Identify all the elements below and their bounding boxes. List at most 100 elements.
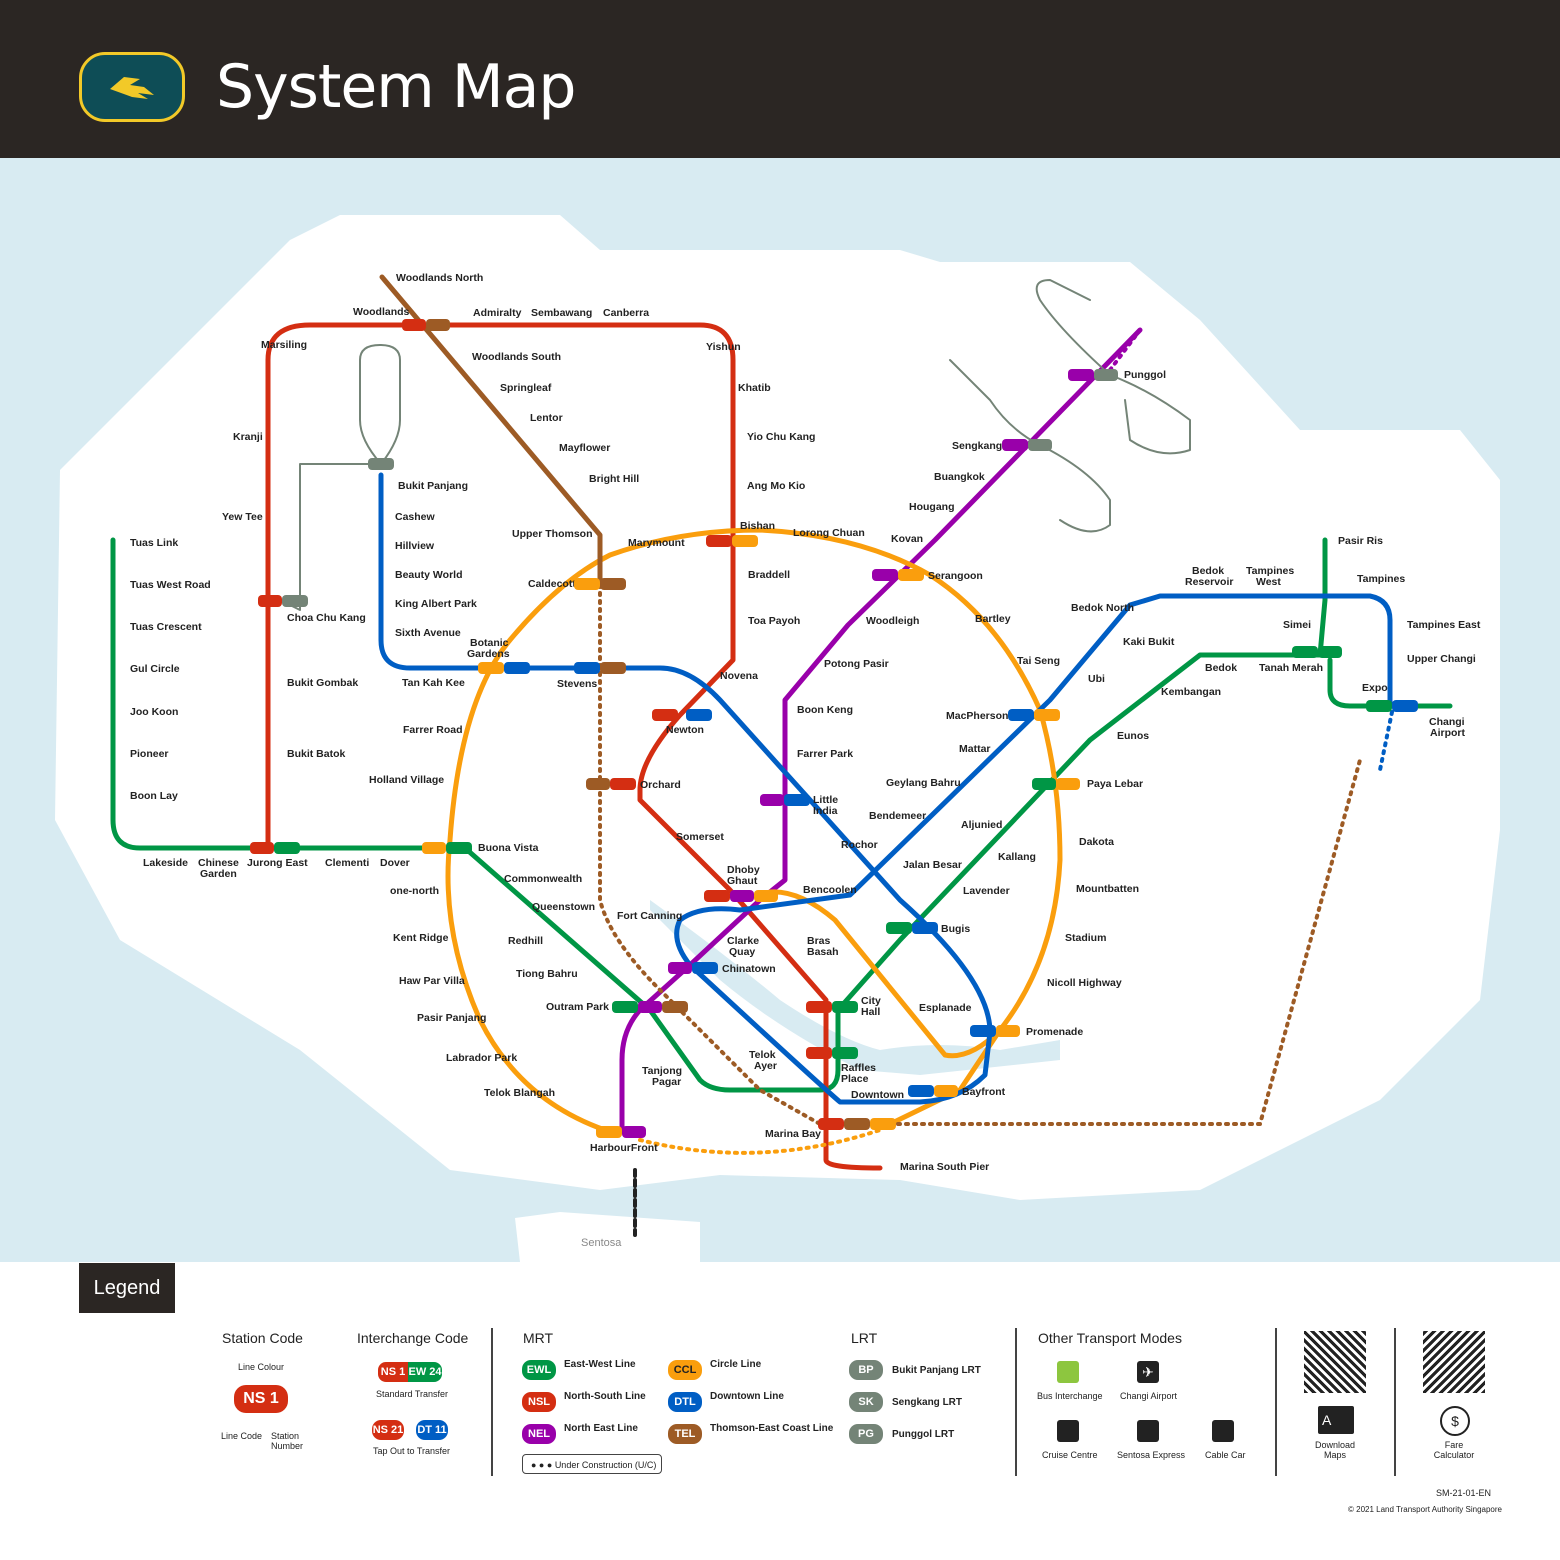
svg-text:Stevens: Stevens bbox=[557, 678, 597, 690]
line-code-label: Line Code bbox=[221, 1431, 263, 1441]
svg-text:Bukit Batok: Bukit Batok bbox=[287, 748, 346, 760]
ccl-badge: CCL bbox=[668, 1360, 702, 1380]
fare-calculator-qr-icon[interactable] bbox=[1423, 1331, 1485, 1393]
svg-text:Somerset: Somerset bbox=[676, 831, 724, 843]
svg-text:Caldecott: Caldecott bbox=[528, 578, 576, 590]
svg-text:Tuas Crescent: Tuas Crescent bbox=[130, 621, 202, 633]
station-number-label: Station Number bbox=[271, 1431, 304, 1451]
svg-text:Dhoby: Dhoby bbox=[727, 864, 760, 876]
cable-car-icon bbox=[1212, 1420, 1234, 1442]
pg-badge: PG bbox=[849, 1424, 883, 1444]
download-maps-label[interactable]: Download Maps bbox=[1315, 1440, 1356, 1460]
svg-text:Gul Circle: Gul Circle bbox=[130, 663, 180, 675]
svg-text:Lorong Chuan: Lorong Chuan bbox=[793, 527, 865, 539]
svg-text:Boon Keng: Boon Keng bbox=[797, 704, 853, 716]
cable-label: Cable Car bbox=[1205, 1450, 1246, 1460]
svg-text:India: India bbox=[813, 805, 838, 817]
cruise-centre-icon bbox=[1057, 1420, 1079, 1442]
svg-text:Clementi: Clementi bbox=[325, 857, 369, 869]
svg-text:Stadium: Stadium bbox=[1065, 932, 1106, 944]
svg-text:Braddell: Braddell bbox=[748, 569, 790, 581]
bus-label: Bus Interchange bbox=[1037, 1391, 1103, 1401]
svg-text:Changi: Changi bbox=[1429, 716, 1465, 728]
under-construction-key: ● ● ● Under Construction (U/C) bbox=[522, 1454, 662, 1474]
svg-text:Tuas Link: Tuas Link bbox=[130, 537, 178, 549]
svg-text:Punggol: Punggol bbox=[1124, 369, 1166, 381]
svg-text:Admiralty: Admiralty bbox=[473, 307, 522, 319]
svg-text:Bishan: Bishan bbox=[740, 520, 775, 532]
smrt-logo-icon bbox=[79, 52, 185, 122]
svg-text:Paya Lebar: Paya Lebar bbox=[1087, 778, 1143, 790]
svg-text:West: West bbox=[1256, 576, 1281, 588]
download-maps-qr-icon[interactable] bbox=[1304, 1331, 1366, 1393]
mrt-heading: MRT bbox=[523, 1330, 554, 1346]
svg-text:Beauty World: Beauty World bbox=[395, 569, 462, 581]
svg-text:Marymount: Marymount bbox=[628, 537, 685, 549]
svg-text:Kovan: Kovan bbox=[891, 533, 923, 545]
svg-text:Ubi: Ubi bbox=[1088, 673, 1105, 685]
svg-text:Tan Kah Kee: Tan Kah Kee bbox=[402, 677, 465, 689]
svg-text:Sembawang: Sembawang bbox=[531, 307, 592, 319]
fare-calculator-label[interactable]: Fare Calculator bbox=[1433, 1440, 1475, 1460]
svg-text:Toa Payoh: Toa Payoh bbox=[748, 615, 800, 627]
svg-text:Sengkang: Sengkang bbox=[952, 440, 1002, 452]
svg-text:Telok Blangah: Telok Blangah bbox=[484, 1087, 555, 1099]
svg-text:Choa Chu Kang: Choa Chu Kang bbox=[287, 612, 366, 624]
svg-text:HarbourFront: HarbourFront bbox=[590, 1142, 658, 1154]
dtl-name: Downtown Line bbox=[710, 1391, 784, 1402]
svg-text:Simei: Simei bbox=[1283, 619, 1311, 631]
svg-text:Hougang: Hougang bbox=[909, 501, 955, 513]
bus-interchange-icon bbox=[1057, 1361, 1079, 1383]
svg-text:Gardens: Gardens bbox=[467, 648, 510, 660]
svg-text:Fort Canning: Fort Canning bbox=[617, 910, 682, 922]
map-canvas: Woodlands North Woodlands Admiralty Semb… bbox=[55, 215, 1500, 1262]
sentosa-label: Sentosa Express bbox=[1117, 1450, 1186, 1460]
svg-text:Orchard: Orchard bbox=[640, 779, 681, 791]
svg-text:Upper Changi: Upper Changi bbox=[1407, 653, 1476, 665]
svg-text:Jurong East: Jurong East bbox=[247, 857, 308, 869]
svg-text:Eunos: Eunos bbox=[1117, 730, 1149, 742]
svg-text:Upper Thomson: Upper Thomson bbox=[512, 528, 593, 540]
svg-text:Chinatown: Chinatown bbox=[722, 963, 776, 975]
svg-text:Basah: Basah bbox=[807, 946, 839, 958]
svg-text:Geylang Bahru: Geylang Bahru bbox=[886, 777, 961, 789]
airport-icon: ✈ bbox=[1137, 1361, 1159, 1383]
svg-text:Tanah Merah: Tanah Merah bbox=[1259, 662, 1323, 674]
svg-text:Cashew: Cashew bbox=[395, 511, 436, 523]
svg-text:Bendemeer: Bendemeer bbox=[869, 810, 926, 822]
svg-text:Telok: Telok bbox=[749, 1049, 776, 1061]
svg-text:Esplanade: Esplanade bbox=[919, 1002, 972, 1014]
svg-text:Queenstown: Queenstown bbox=[532, 901, 595, 913]
svg-text:Joo Koon: Joo Koon bbox=[130, 706, 178, 718]
other-modes-heading: Other Transport Modes bbox=[1038, 1330, 1182, 1346]
svg-text:Ang Mo Kio: Ang Mo Kio bbox=[747, 480, 805, 492]
nel-name: North East Line bbox=[564, 1423, 638, 1434]
svg-text:Khatib: Khatib bbox=[738, 382, 771, 394]
svg-text:Commonwealth: Commonwealth bbox=[504, 873, 582, 885]
tap-a: NS 21 bbox=[372, 1420, 404, 1440]
svg-text:Tampines East: Tampines East bbox=[1407, 619, 1481, 631]
sk-badge: SK bbox=[849, 1392, 883, 1412]
svg-text:Lavender: Lavender bbox=[963, 885, 1010, 897]
svg-text:Marina South Pier: Marina South Pier bbox=[900, 1161, 989, 1173]
ewl-name: East-West Line bbox=[564, 1359, 636, 1370]
svg-text:Kranji: Kranji bbox=[233, 431, 263, 443]
bp-badge: BP bbox=[849, 1360, 883, 1380]
interchange-b: EW 24 bbox=[408, 1362, 442, 1382]
svg-text:Yew Tee: Yew Tee bbox=[222, 511, 263, 523]
svg-text:Pasir Panjang: Pasir Panjang bbox=[417, 1012, 486, 1024]
ewl-badge: EWL bbox=[522, 1360, 556, 1380]
svg-text:Tai Seng: Tai Seng bbox=[1017, 655, 1060, 667]
cruise-label: Cruise Centre bbox=[1042, 1450, 1098, 1460]
svg-text:Boon Lay: Boon Lay bbox=[130, 790, 178, 802]
system-map[interactable]: Woodlands North Woodlands Admiralty Semb… bbox=[0, 158, 1560, 1262]
svg-text:Pasir Ris: Pasir Ris bbox=[1338, 535, 1383, 547]
svg-text:Bayfront: Bayfront bbox=[962, 1086, 1006, 1098]
svg-text:Serangoon: Serangoon bbox=[928, 570, 983, 582]
nel-badge: NEL bbox=[522, 1424, 556, 1444]
svg-text:Yishun: Yishun bbox=[706, 341, 741, 353]
svg-text:Tanjong: Tanjong bbox=[642, 1065, 682, 1077]
svg-text:Downtown: Downtown bbox=[851, 1089, 904, 1101]
nsl-badge: NSL bbox=[522, 1392, 556, 1412]
svg-text:Redhill: Redhill bbox=[508, 935, 543, 947]
